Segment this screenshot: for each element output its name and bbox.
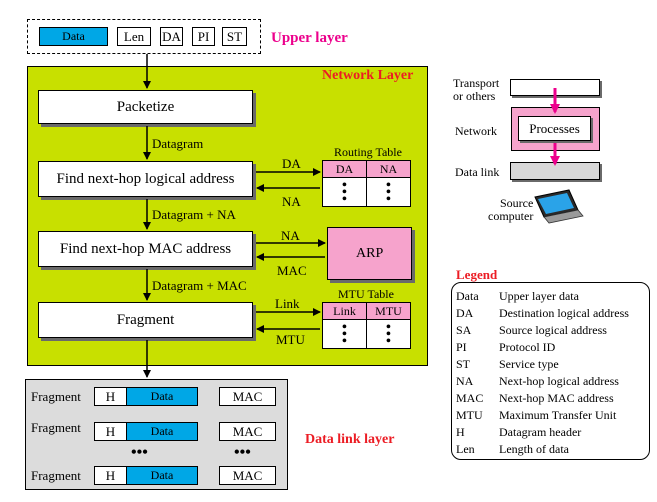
fragment-label: Fragment: [31, 389, 81, 404]
legend-item: Len Length of data: [456, 441, 648, 458]
fragment-data-cell: Data: [126, 387, 198, 406]
legend-item: ST Service type: [456, 356, 648, 373]
processes-box: Processes: [518, 116, 591, 141]
legend-item: PI Protocol ID: [456, 339, 648, 356]
fragment-mac-cell: MAC: [219, 387, 276, 406]
legend-abbr: NA: [456, 374, 474, 388]
legend-abbr: Len: [456, 442, 475, 456]
stack-label-network: Network: [455, 124, 497, 138]
legend-desc: Protocol ID: [499, 340, 556, 354]
step-find-mac-address: Find next-hop MAC address: [38, 231, 253, 267]
mtu-out-label: MTU: [276, 332, 305, 347]
legend-desc: Service type: [499, 357, 559, 371]
routing-row-na: •••: [366, 177, 411, 207]
legend-item: Data Upper layer data: [456, 288, 648, 305]
field-pi: PI: [192, 27, 215, 46]
legend-abbr: Data: [456, 289, 479, 303]
legend-desc: Source logical address: [499, 323, 607, 337]
legend-abbr: H: [456, 425, 465, 439]
arp-in-label: NA: [281, 228, 300, 243]
legend-item: SA Source logical address: [456, 322, 648, 339]
legend-desc: Next-hop logical address: [499, 374, 619, 388]
stack-label-transport: Transport or others: [453, 76, 500, 103]
network-layer-title: Network Layer: [322, 68, 414, 83]
legend-item: MAC Next-hop MAC address: [456, 390, 648, 407]
fragment-data-cell: Data: [126, 422, 198, 441]
ellipsis-data: •••: [131, 444, 148, 461]
routing-table-title: Routing Table: [334, 145, 402, 159]
fragment-mac-cell: MAC: [219, 466, 276, 485]
label-datagram-mac: Datagram + MAC: [152, 278, 247, 293]
legend-abbr: MTU: [456, 408, 483, 422]
legend-item: DA Destination logical address: [456, 305, 648, 322]
legend-abbr: SA: [456, 323, 472, 337]
upper-layer-packet: [27, 19, 261, 54]
arp-label: ARP: [356, 246, 384, 261]
legend-item: NA Next-hop logical address: [456, 373, 648, 390]
label-datagram-na: Datagram + NA: [152, 207, 236, 222]
fragment-label: Fragment: [31, 420, 81, 435]
laptop-icon: [534, 189, 584, 224]
arp-out-label: MAC: [277, 263, 307, 278]
step-fragment: Fragment: [38, 302, 253, 338]
arp-box: [327, 227, 412, 280]
legend-abbr: ST: [456, 357, 471, 371]
label-datagram: Datagram: [152, 136, 204, 151]
step-find-logical-address: Find next-hop logical address: [38, 161, 253, 197]
upper-layer-label: Upper layer: [271, 30, 348, 46]
field-len: Len: [117, 27, 151, 46]
ellipsis-mac: •••: [234, 444, 251, 461]
mtu-row-mtu: •••: [366, 319, 411, 349]
field-st: ST: [222, 27, 247, 46]
legend-abbr: PI: [456, 340, 467, 354]
legend-abbr: DA: [456, 306, 474, 320]
routing-in-label: DA: [282, 156, 301, 171]
mtu-in-label: Link: [275, 296, 300, 311]
legend-box: [451, 282, 650, 460]
field-da: DA: [160, 27, 183, 46]
legend-title: Legend: [456, 267, 498, 282]
field-data: Data: [39, 27, 108, 46]
source-computer-label: Source computer: [488, 196, 534, 223]
legend-desc: Maximum Transfer Unit: [499, 408, 617, 422]
stack-label-datalink: Data link: [455, 165, 500, 179]
routing-out-label: NA: [282, 194, 301, 209]
legend-abbr: MAC: [456, 391, 484, 405]
legend-desc: Next-hop MAC address: [499, 391, 614, 405]
fragment-label: Fragment: [31, 468, 81, 483]
legend-desc: Destination logical address: [499, 306, 629, 320]
fragment-mac-cell: MAC: [219, 422, 276, 441]
legend-desc: Length of data: [499, 442, 569, 456]
legend-item: H Datagram header: [456, 424, 648, 441]
legend-item: MTU Maximum Transfer Unit: [456, 407, 648, 424]
data-link-layer-title: Data link layer: [305, 432, 395, 447]
fragment-header-cell: H: [94, 422, 127, 441]
mtu-table-title: MTU Table: [338, 287, 394, 301]
legend-desc: Upper layer data: [499, 289, 579, 303]
legend-desc: Datagram header: [499, 425, 582, 439]
fragment-data-cell: Data: [126, 466, 198, 485]
step-packetize: Packetize: [38, 90, 253, 124]
